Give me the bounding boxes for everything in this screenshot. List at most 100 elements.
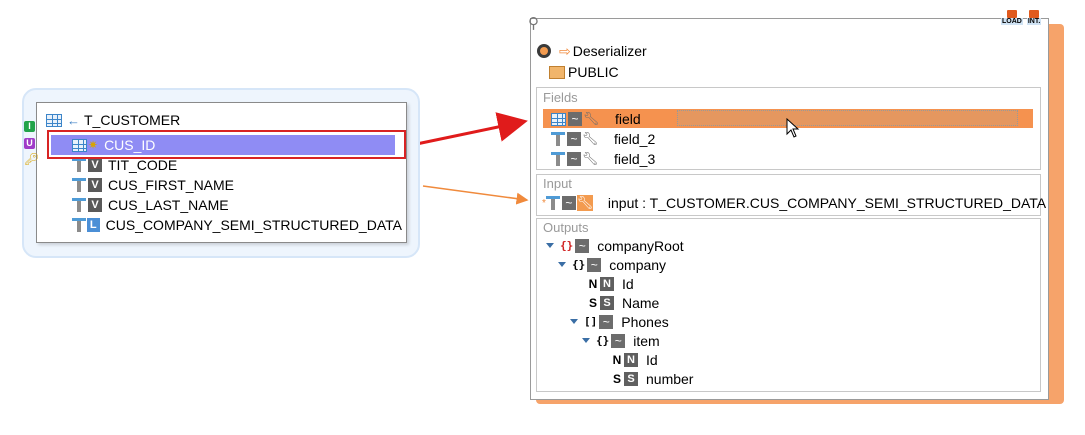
field-row[interactable]: ~🔧︎ field [551,109,1031,129]
string-type-icon: S [588,295,597,310]
column-name: CUS_LAST_NAME [108,197,229,213]
tilde-icon: ~ [611,333,626,348]
insert-badge-icon: I [24,121,35,132]
column-icon [72,217,86,233]
column-row-cus-company-data[interactable]: L CUS_COMPANY_SEMI_STRUCTURED_DATA [72,215,402,235]
arrow-right-icon: ⇨ [559,42,571,59]
node-label: Id [622,275,634,292]
tilde-icon: ~ [587,257,602,272]
source-table-title: T_CUSTOMER [84,112,181,128]
table-side-badges: I U 🔑︎ [24,121,39,166]
varchar-type-icon: V [88,158,102,172]
wrench-icon: 🔧︎ [581,151,599,166]
expand-triangle-icon[interactable] [582,338,590,343]
node-label: company [609,256,667,273]
fields-label: Fields [543,90,578,105]
column-icon [72,177,86,193]
source-table-header[interactable]: ← T_CUSTOMER [46,111,180,129]
tree-node-phones[interactable]: []~ Phones [570,312,669,331]
object-icon: {} [560,239,574,252]
string-type-icon: S [612,371,621,386]
outputs-label: Outputs [543,220,589,235]
integration-icon[interactable]: INT. [1026,10,1042,25]
column-icon [551,131,565,147]
arrow-left-icon: ← [67,112,80,128]
outputs-section [536,218,1041,392]
magnifier-icon[interactable]: ⚲ [528,15,539,32]
key-badge-icon: 🔑︎ [24,152,40,166]
column-icon [72,138,87,152]
column-icon [72,197,86,213]
string-type-box-icon: S [624,371,638,386]
tilde-icon: ~ [567,132,581,146]
node-label: Id [646,351,658,368]
component-name: Deserializer [572,43,647,59]
mapping-arrow-orange [422,185,529,205]
column-icon [551,151,565,167]
wrench-icon: 🔧︎ [576,195,594,211]
highlight-frame [47,130,406,159]
node-label: item [633,332,660,349]
tree-node-companyroot[interactable]: {}~ companyRoot [546,236,684,255]
column-name: CUS_COMPANY_SEMI_STRUCTURED_DATA [105,217,402,233]
field-name: field_3 [614,151,656,167]
component-header[interactable]: ⇨ Deserializer [537,42,647,60]
tilde-icon: ~ [568,112,582,126]
number-type-box-icon: N [624,352,638,367]
update-badge-icon: U [24,138,35,149]
input-row[interactable]: * ~🔧︎ input : T_CUSTOMER.CUS_COMPANY_SEM… [542,193,1046,213]
schema-row[interactable]: PUBLIC [549,63,619,81]
column-name: CUS_ID [104,137,156,153]
column-row-cus-last-name[interactable]: V CUS_LAST_NAME [72,195,402,215]
expand-triangle-icon[interactable] [570,319,578,324]
object-icon: {} [572,258,586,271]
mouse-cursor-icon [786,118,800,138]
field-drop-target[interactable] [677,110,1018,126]
column-row-cus-first-name[interactable]: V CUS_FIRST_NAME [72,175,402,195]
column-icon [545,195,560,211]
column-icon [72,157,86,173]
object-icon: {} [596,334,610,347]
fields-list: ~🔧︎ field ~🔧︎ field_2 ~🔧︎ field_3 [551,109,1031,169]
field-row[interactable]: ~🔧︎ field_2 [551,129,1031,149]
tilde-icon: ~ [561,196,576,210]
key-icon: ✷ [88,138,99,152]
tilde-icon: ~ [575,238,590,253]
string-type-box-icon: S [600,295,614,310]
tilde-icon: ~ [599,314,614,329]
array-icon: [] [584,315,598,328]
number-type-icon: N [612,352,622,367]
field-row[interactable]: ~🔧︎ field_3 [551,149,1031,169]
asterisk-icon: * [542,197,546,209]
number-type-box-icon: N [600,276,614,291]
column-icon [551,112,566,126]
lob-type-icon: L [86,218,100,232]
column-name: TIT_CODE [108,157,178,173]
load-icon[interactable]: LOAD [1001,10,1023,25]
expand-triangle-icon[interactable] [558,262,566,267]
panel-top-icons: LOAD INT. [1001,10,1042,25]
varchar-type-icon: V [88,198,102,212]
tree-node-item[interactable]: {}~ item [582,331,660,350]
schema-icon [549,65,565,79]
wrench-icon: 🔧︎ [582,111,600,126]
node-label: Phones [621,313,669,330]
node-label: number [646,370,694,387]
column-name: CUS_FIRST_NAME [108,177,235,193]
column-row-tit-code[interactable]: V TIT_CODE [72,155,402,175]
node-label: companyRoot [597,237,684,254]
schema-name: PUBLIC [568,64,619,80]
column-row-cus-id[interactable]: ✷ CUS_ID [72,135,402,155]
expand-triangle-icon[interactable] [546,243,554,248]
fields-section [536,87,1041,170]
input-section [536,174,1041,216]
tree-node-company[interactable]: {}~ company [558,255,666,274]
table-icon [46,113,62,127]
source-columns: ✷ CUS_ID V TIT_CODE V CUS_FIRST_NAME V C… [72,135,402,235]
tilde-icon: ~ [567,152,581,166]
